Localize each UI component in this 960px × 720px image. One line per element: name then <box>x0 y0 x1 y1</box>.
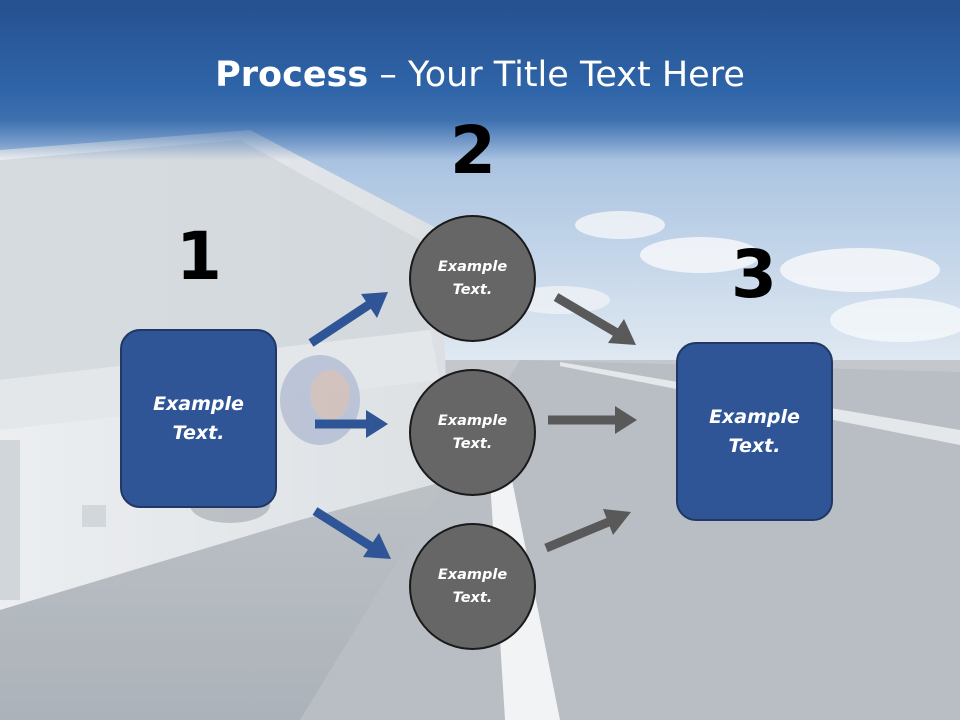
right-box-line-2: Text. <box>728 434 781 457</box>
slide-title: Process – Your Title Text Here <box>0 52 960 98</box>
middle-circle: Example Text. <box>409 369 536 496</box>
step-3-number: 3 <box>731 236 777 313</box>
arrow-from-top-circle <box>553 293 636 345</box>
title-band <box>0 0 960 160</box>
step-1-number: 1 <box>176 218 222 295</box>
step-2-number: 2 <box>450 112 496 189</box>
left-box-line-2: Text. <box>172 421 225 444</box>
arrow-from-middle-circle <box>548 406 637 434</box>
left-box-line-1: Example <box>153 392 244 415</box>
right-box-line-1: Example <box>709 405 800 428</box>
top-circle-line-1: Example <box>437 258 508 275</box>
title-bold: Process <box>215 55 369 95</box>
arrow-to-bottom-circle <box>312 507 391 559</box>
arrow-to-top-circle <box>308 292 388 347</box>
bottom-circle-line-1: Example <box>437 566 508 583</box>
middle-circle-line-2: Text. <box>452 435 493 452</box>
title-rest: – Your Title Text Here <box>368 55 745 95</box>
bottom-circle: Example Text. <box>409 523 536 650</box>
left-process-box: Example Text. <box>120 329 277 508</box>
arrow-to-middle-circle <box>315 410 388 438</box>
top-circle: Example Text. <box>409 215 536 342</box>
bottom-circle-line-2: Text. <box>452 589 493 606</box>
right-process-box: Example Text. <box>676 342 833 521</box>
middle-circle-line-1: Example <box>437 412 508 429</box>
arrow-from-bottom-circle <box>544 509 631 553</box>
top-circle-line-2: Text. <box>452 281 493 298</box>
